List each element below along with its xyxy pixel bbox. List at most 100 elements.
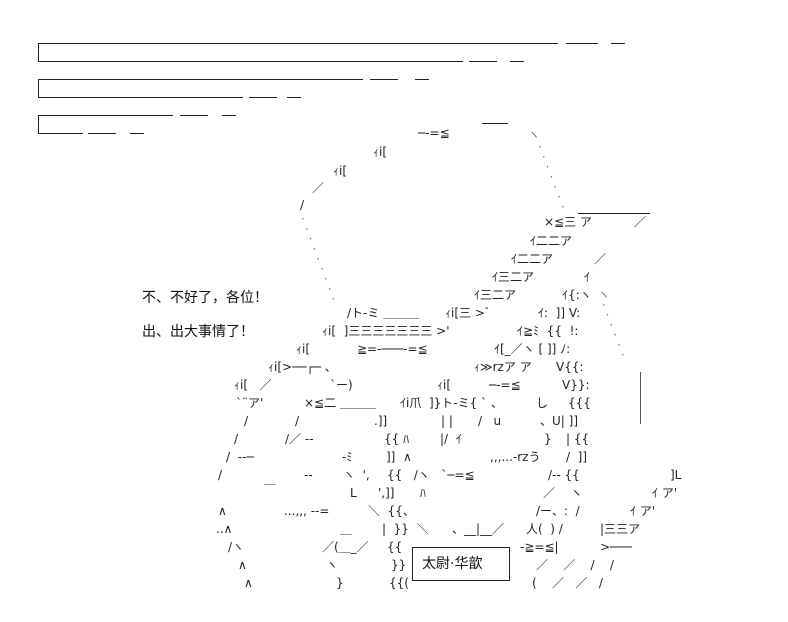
art-row-09b: ｲ xyxy=(584,270,591,284)
art-row-24b: ／(＿_／ xyxy=(322,540,369,554)
art-row-22d: /ー、: / xyxy=(536,504,580,518)
art-row-07: ｲ二二ア xyxy=(530,234,573,248)
art-row-06: ×≦三 ア xyxy=(544,215,592,229)
art-row-15c: ｨi[ xyxy=(437,378,452,392)
art-row-09: ｲ三二ア xyxy=(492,270,535,284)
art-row-19a: / ‐‐─ xyxy=(226,450,254,464)
art-row-16c: ｲi爪 ]}ト-ミ{ ` 、 xyxy=(400,396,503,410)
art-row-21e: ｲ ア' xyxy=(652,486,678,500)
narration-bar-1-bottom-tail xyxy=(469,61,497,62)
narration-bar-3-top-tail xyxy=(180,115,208,116)
narration-bar-2-top-tail2 xyxy=(415,79,429,80)
art-hat-top-stroke xyxy=(482,123,508,124)
art-row-16e: {{{ xyxy=(568,396,591,410)
art-row-18e: } xyxy=(544,432,552,446)
art-row-18c: {{ ﾊ xyxy=(384,432,410,446)
art-row-17e: / u xyxy=(478,414,502,428)
art-row-26b: } xyxy=(336,576,344,590)
art-row-19e: / ]] xyxy=(566,450,588,464)
art-row-20g: ]L xyxy=(670,468,682,482)
art-row-22a: ∧ xyxy=(218,504,227,518)
art-hat-left-dots: · · · · · · · · · xyxy=(301,212,336,306)
narration-bar-2-bottom-tail xyxy=(249,97,277,98)
dialogue-line-2: 出、出大事情了！ xyxy=(142,324,254,340)
art-row-23b: ＿ xyxy=(340,522,353,536)
art-hat-right-dots: · · · · · · · xyxy=(538,140,565,214)
art-row-15a: ｨi[ ／ xyxy=(234,378,272,392)
art-row-14b: ｨ≫rzア ア xyxy=(474,360,532,374)
art-row-23f: |三三ア xyxy=(600,522,641,536)
narration-bar-1-bottom-tail2 xyxy=(510,61,524,62)
art-row-13b: ≧=-───-=≦ xyxy=(357,342,428,356)
narration-bar-2-top-line xyxy=(38,79,363,80)
narration-bar-1-top-tail xyxy=(566,43,598,44)
art-cloak-right-dots: ヽ · · · · · · xyxy=(598,288,625,362)
art-row-08: ｲ二二ア xyxy=(511,252,554,266)
art-row-23e: 人( ) / xyxy=(526,522,563,536)
art-row-17c: .]] xyxy=(374,414,388,428)
art-row-14a: ｨi[>──┌─ 、 xyxy=(268,360,337,374)
art-row-20d: ヽ ', xyxy=(343,468,370,482)
art-hat-brim-curve: ─-=≦ xyxy=(418,126,450,140)
art-row-20b: ＿ xyxy=(264,472,277,486)
art-row-19d: ,,,...-rzう xyxy=(490,450,541,464)
narration-bar-3-top-line xyxy=(38,115,173,116)
art-row-26c: {{( xyxy=(389,576,409,590)
art-row-13c: ｲ[_／ヽ [ ]] ﾉ: xyxy=(494,342,571,356)
art-row-11c: ｲ: ]] V: xyxy=(538,306,581,320)
art-row-22c: ＼ {{、 xyxy=(368,504,415,518)
art-row-25a: ∧ xyxy=(238,558,247,572)
art-cloak-right-edge xyxy=(640,372,641,424)
art-row-24a: /ヽ xyxy=(228,540,245,554)
name-caption-box: 太尉·华歆 xyxy=(412,547,510,581)
art-row-17b: / xyxy=(295,414,300,428)
art-row-13a: ｨi[ xyxy=(296,342,311,356)
art-row-19c: ]] ∧ xyxy=(386,450,412,464)
art-hat-edge: ヽ xyxy=(528,128,541,142)
art-row-22b: ...,,, ‐‐= xyxy=(284,504,330,518)
narration-bar-1-left-edge xyxy=(38,43,39,61)
art-row-15b: `ー) xyxy=(330,378,353,392)
art-row-20f: /‐‐ {{ xyxy=(548,468,580,482)
art-row-24e: >─── xyxy=(600,540,632,554)
art-row-18d: |/ ｲ xyxy=(440,432,462,446)
art-hat-left-3: ／ xyxy=(312,181,325,195)
art-row-08b: ／ xyxy=(594,252,607,266)
narration-bar-3-top-tail2 xyxy=(222,115,236,116)
art-row-17f: 、U| ]] xyxy=(540,414,579,428)
art-row-12b: ｲ≧ﾐ {{ !: xyxy=(517,324,579,338)
narration-bar-2-left-edge xyxy=(38,79,39,97)
art-row-22e: ｲ ア' xyxy=(630,504,656,518)
narration-bar-3-left-edge xyxy=(38,115,39,133)
art-row-21c: ﾊ xyxy=(420,486,427,500)
art-row-15d: ─-=≦ xyxy=(489,378,521,392)
art-row-25c: }} xyxy=(391,558,407,572)
art-row-19b: ‐ﾐ xyxy=(342,450,353,464)
name-caption-text: 太尉·华歆 xyxy=(422,556,483,572)
art-row-26a: ∧ xyxy=(244,576,253,590)
art-row-18b: /／ ‐‐ xyxy=(285,432,314,446)
art-row-26d: ( ／ ／ / xyxy=(532,576,603,590)
art-row-25b: ヽ xyxy=(326,558,339,572)
art-row-18f: | {{ xyxy=(566,432,590,446)
art-row-10b: ｲ{:ヽ xyxy=(562,288,592,302)
art-row-17a: / xyxy=(244,414,249,428)
art-row-21a: L xyxy=(350,486,357,500)
art-row-12a: ｨi[ ]三三三三三三三 >' xyxy=(322,324,450,338)
art-row-21b: ',]] xyxy=(378,486,395,500)
art-row-21d: ／ ヽ xyxy=(543,486,583,500)
art-row-24c: {{ xyxy=(387,540,403,554)
art-row-18a: / xyxy=(234,432,239,446)
art-row-11b: ｨi[三 >ﾞ xyxy=(445,306,491,320)
narration-bar-3-bottom-line xyxy=(38,133,83,134)
art-hat-left-1: ｨi[ xyxy=(373,145,388,159)
art-row-23a: ..∧ xyxy=(216,522,233,536)
art-hat-brim-line xyxy=(578,213,650,214)
narration-bar-1-top-tail2 xyxy=(611,43,625,44)
art-row-23d: 、__|__／ xyxy=(452,522,505,536)
art-row-17d: | | xyxy=(441,414,453,428)
art-row-20c: ‐‐ xyxy=(304,468,313,482)
narration-bar-2-bottom-tail2 xyxy=(287,97,301,98)
art-hat-left-2: ｨi[ xyxy=(333,164,348,178)
art-row-25d: ／ ／ / / xyxy=(536,558,614,572)
